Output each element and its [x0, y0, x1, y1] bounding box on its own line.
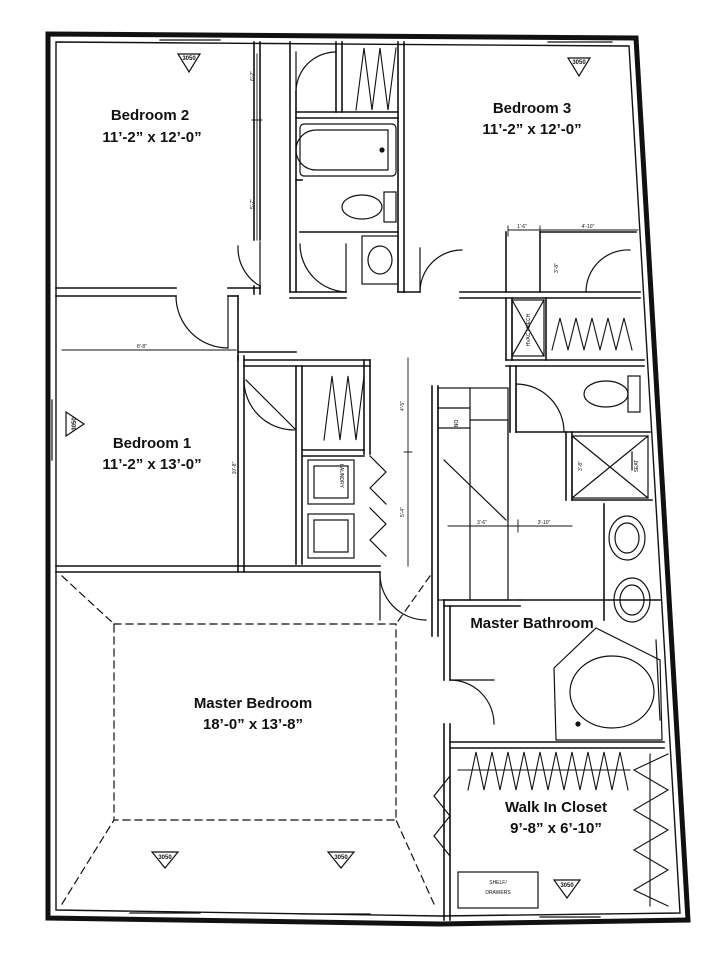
- laundry-label: LAUNDRY: [338, 464, 344, 488]
- window-tag-labels: 3050 3050 3050 3050 3050 3050: [72, 56, 586, 889]
- dimension-label: 3'-8": [578, 461, 584, 471]
- window-tag: 3050: [560, 883, 574, 889]
- fixture-labels: LAUNDRY HVAC / MECH SHELF/ DRAWERS DN SE…: [338, 313, 640, 896]
- room-size-bedroom-3: 11’-2” x 12’-0”: [482, 121, 581, 138]
- dimension-label: 8'-8": [137, 344, 147, 350]
- window-tag: 3050: [158, 855, 172, 861]
- dimension-labels: 6'-2" 5'-7" 8'-8" 10'-8" 4'-5" 5'-4" 1'-…: [137, 71, 595, 526]
- dimension-label: 5'-7": [250, 199, 256, 209]
- room-name-bedroom-3: Bedroom 3: [493, 100, 571, 117]
- fixtures: [295, 123, 663, 909]
- room-size-bedroom-2: 11’-2” x 12’-0”: [102, 129, 201, 146]
- room-name-bedroom-2: Bedroom 2: [111, 107, 189, 124]
- dimension-label: 10'-8": [232, 461, 238, 474]
- window-tag: 3050: [334, 855, 348, 861]
- shelf-label-line2: DRAWERS: [485, 890, 511, 896]
- room-name-master-bathroom: Master Bathroom: [470, 615, 593, 632]
- room-labels: Bedroom 2 11’-2” x 12’-0” Bedroom 3 11’-…: [102, 100, 607, 837]
- windows: [51, 39, 661, 918]
- room-name-walk-in-closet: Walk In Closet: [505, 799, 607, 816]
- exterior-walls: [45, 31, 691, 927]
- window-tag: 3050: [182, 56, 196, 62]
- window-tags: [65, 53, 592, 900]
- interior-walls: [55, 41, 665, 921]
- dimension-label: 1'-6": [517, 224, 527, 230]
- shower-seat-label: SEAT: [634, 460, 640, 473]
- room-size-bedroom-1: 11’-2” x 13’-0”: [102, 456, 201, 473]
- dimension-label: 4'-10": [582, 224, 595, 230]
- dimension-label: 3'-10": [538, 520, 551, 526]
- dimension-label: 6'-2": [250, 71, 256, 81]
- window-tag: 3050: [72, 417, 78, 431]
- shelf-label-line1: SHELF/: [489, 880, 507, 886]
- hvac-label: HVAC / MECH: [526, 313, 532, 346]
- door-swings: [175, 51, 631, 857]
- room-name-master-bedroom: Master Bedroom: [194, 695, 312, 712]
- room-name-bedroom-1: Bedroom 1: [113, 435, 191, 452]
- dimension-label: 4'-5": [400, 401, 406, 411]
- window-tag: 3050: [572, 60, 586, 66]
- closet-rods: [323, 47, 670, 907]
- dimension-label: 5'-4": [400, 507, 406, 517]
- dimension-label: 3'-8": [554, 263, 560, 273]
- room-size-master-bedroom: 18’-0” x 13’-8”: [203, 716, 303, 733]
- dimension-lines: [61, 53, 639, 567]
- room-size-walk-in-closet: 9’-8” x 6’-10”: [510, 820, 602, 837]
- tray-ceiling: [61, 575, 435, 905]
- dimension-label: 3'-6": [477, 520, 487, 526]
- stair-down-label: DN: [452, 420, 458, 428]
